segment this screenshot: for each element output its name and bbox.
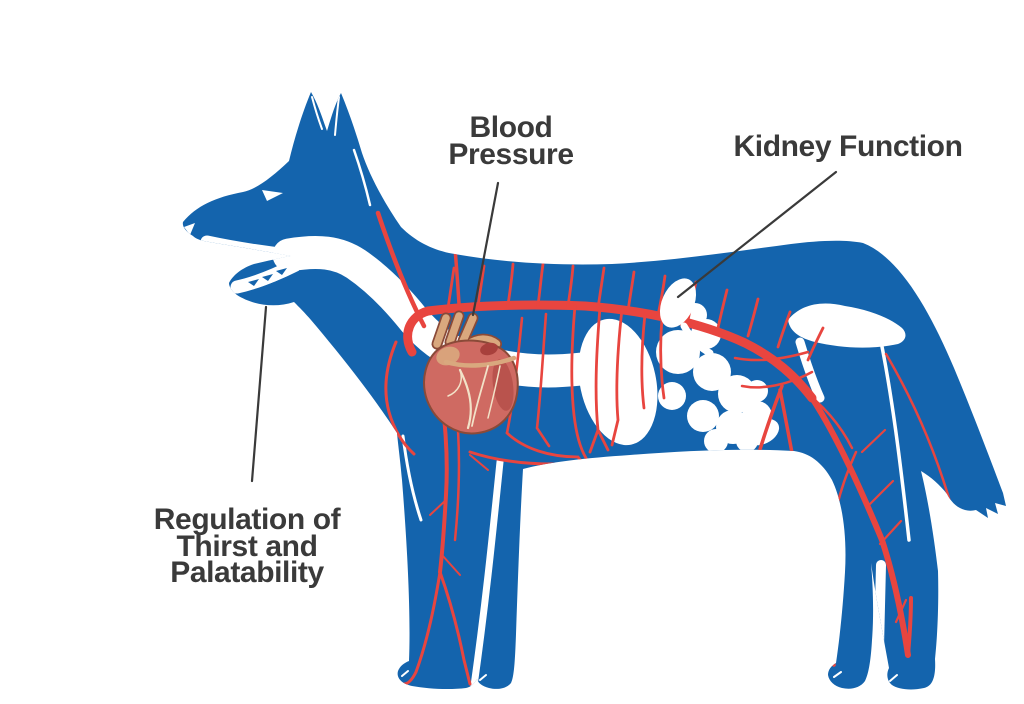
esophagus-band [272, 235, 599, 388]
pulmonary-knob [480, 342, 498, 356]
hind-leg-gap [873, 560, 886, 690]
back-ear-line [334, 96, 340, 136]
jaw-outline-line [230, 269, 299, 294]
leader-line-kidney-function [676, 170, 838, 299]
heart-illustration [423, 310, 519, 435]
leader-line-blood-pressure [471, 181, 500, 317]
teeth [248, 268, 287, 286]
white-detail-lines [184, 96, 911, 690]
label-kidney-function: Kidney Function [734, 130, 963, 163]
claw-notches [401, 670, 898, 682]
front-leg-gap [470, 458, 504, 690]
heart-atrium [436, 346, 460, 366]
nose-highlight [184, 223, 195, 235]
groin-highlight [795, 337, 825, 403]
front-ear-line [311, 96, 323, 130]
eye-shape [262, 190, 283, 201]
label-blood-pressure-line1: Blood [470, 111, 553, 144]
label-blood-pressure-line2: Pressure [448, 138, 573, 171]
head-back-line [352, 148, 372, 207]
label-thirst-line1: Regulation of [154, 503, 342, 536]
tail-leg-line [876, 325, 911, 542]
label-thirst-line2: Thirst and [176, 530, 317, 563]
leader-line-thirst [250, 305, 268, 483]
label-thirst-line3: Palatability [170, 556, 324, 589]
heart-right-lobe [492, 359, 514, 411]
